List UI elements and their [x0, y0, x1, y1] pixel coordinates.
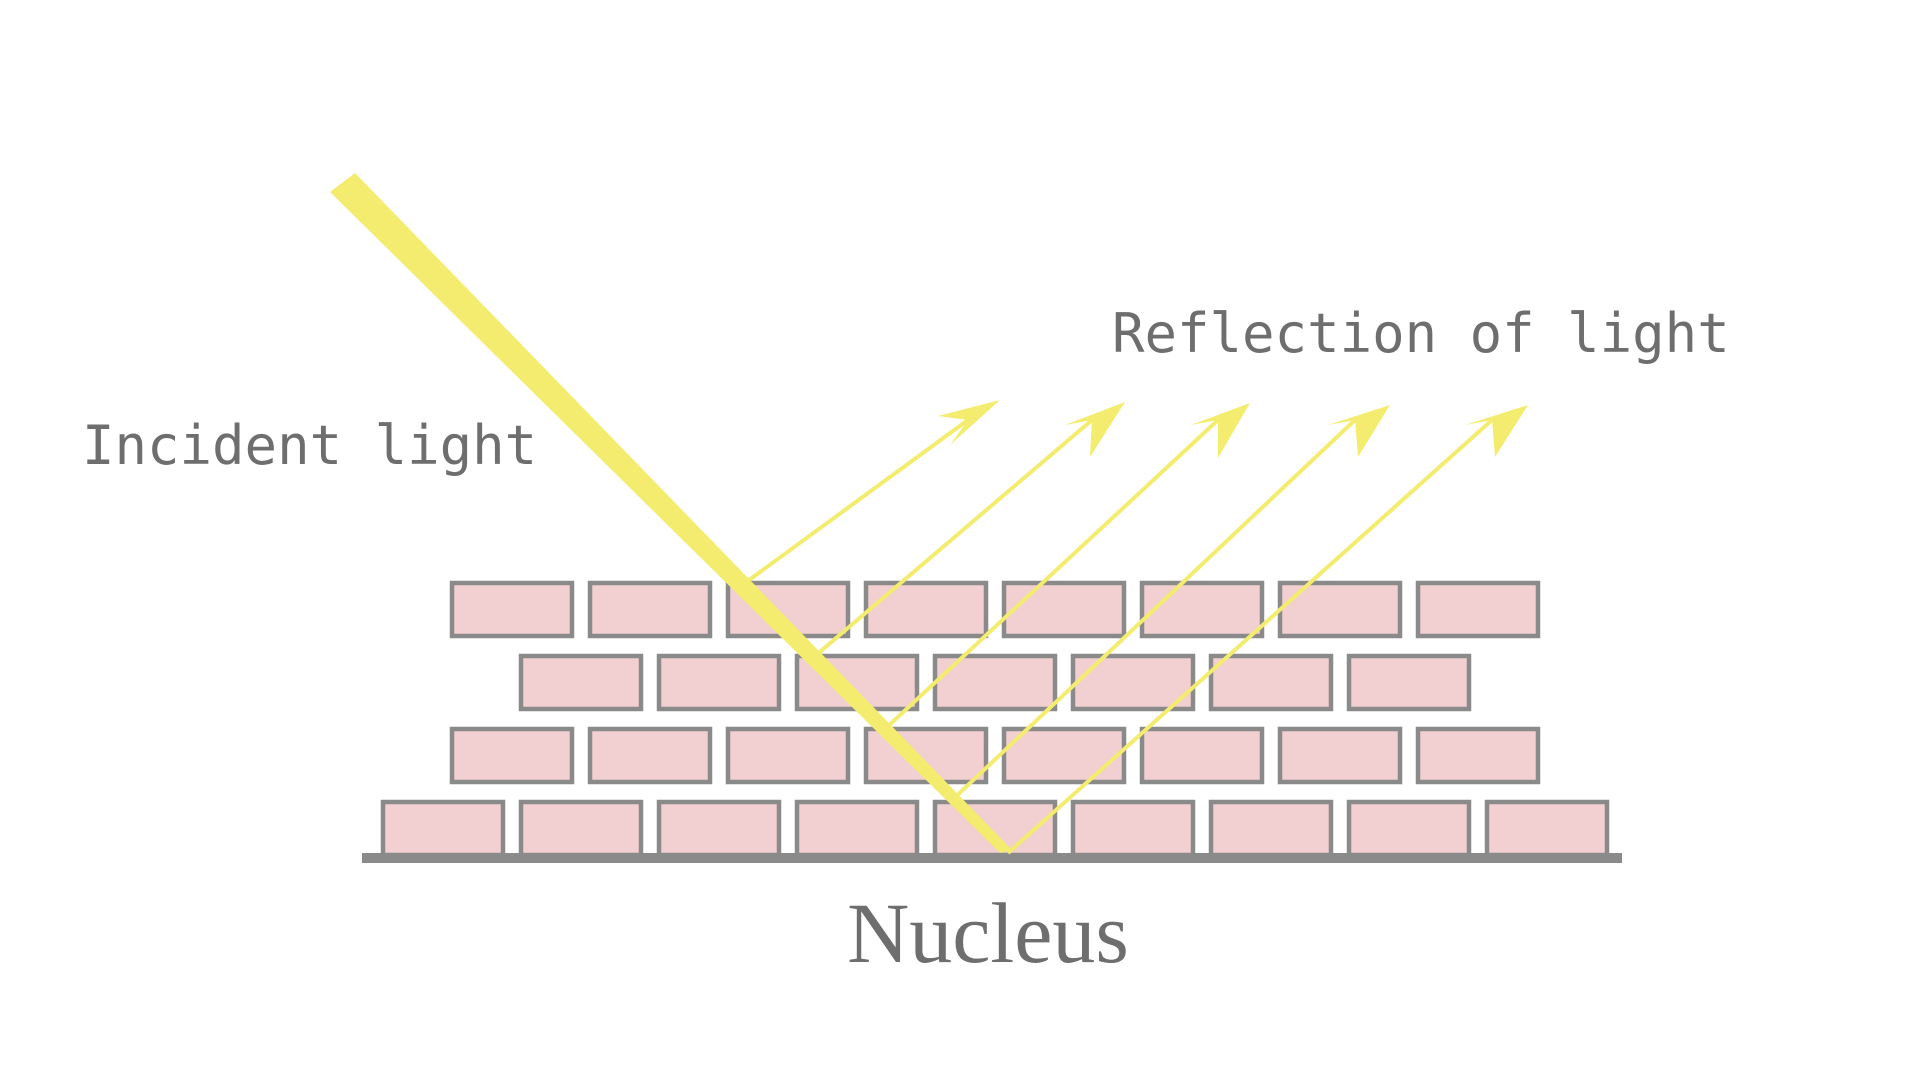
- incident-light-label: Incident light: [82, 414, 537, 477]
- brick: [1484, 799, 1610, 858]
- brick-row-3: [449, 726, 1541, 785]
- arrow-head-icon: [938, 400, 1000, 445]
- reflected-ray: [948, 418, 1357, 804]
- brick-wall: [362, 580, 1622, 863]
- brick: [1346, 653, 1472, 712]
- brick: [1277, 726, 1403, 785]
- brick: [380, 799, 506, 858]
- arrow-head-icon: [1191, 403, 1250, 458]
- brick: [518, 653, 644, 712]
- incident-light-beam: [330, 173, 1012, 853]
- brick: [1415, 726, 1541, 785]
- reflected-ray: [813, 418, 1094, 658]
- brick: [1208, 799, 1334, 858]
- brick: [587, 726, 713, 785]
- brick: [794, 799, 920, 858]
- reflected-ray: [1006, 418, 1494, 855]
- brick: [1139, 580, 1265, 639]
- brick: [725, 726, 851, 785]
- arrow-head-icon: [1465, 405, 1528, 457]
- reflection-of-light-label: Reflection of light: [1112, 302, 1730, 365]
- arrow-head-icon: [1065, 402, 1125, 457]
- arrow-head-icon: [1328, 405, 1390, 457]
- brick: [863, 580, 989, 639]
- brick: [449, 726, 575, 785]
- brick: [518, 799, 644, 858]
- nucleus-label: Nucleus: [847, 885, 1129, 981]
- brick: [1415, 580, 1541, 639]
- reflected-ray: [743, 418, 970, 585]
- brick: [449, 580, 575, 639]
- brick: [1001, 726, 1127, 785]
- brick: [656, 799, 782, 858]
- brick: [1070, 799, 1196, 858]
- reflected-ray: [883, 418, 1220, 731]
- brick-row-4: [380, 799, 1610, 858]
- brick: [656, 653, 782, 712]
- reflected-rays: [743, 400, 1528, 855]
- brick: [587, 580, 713, 639]
- brick-row-1: [449, 580, 1541, 639]
- brick: [1001, 580, 1127, 639]
- brick: [1139, 726, 1265, 785]
- brick: [1346, 799, 1472, 858]
- brick-row-2: [518, 653, 1472, 712]
- brick: [1208, 653, 1334, 712]
